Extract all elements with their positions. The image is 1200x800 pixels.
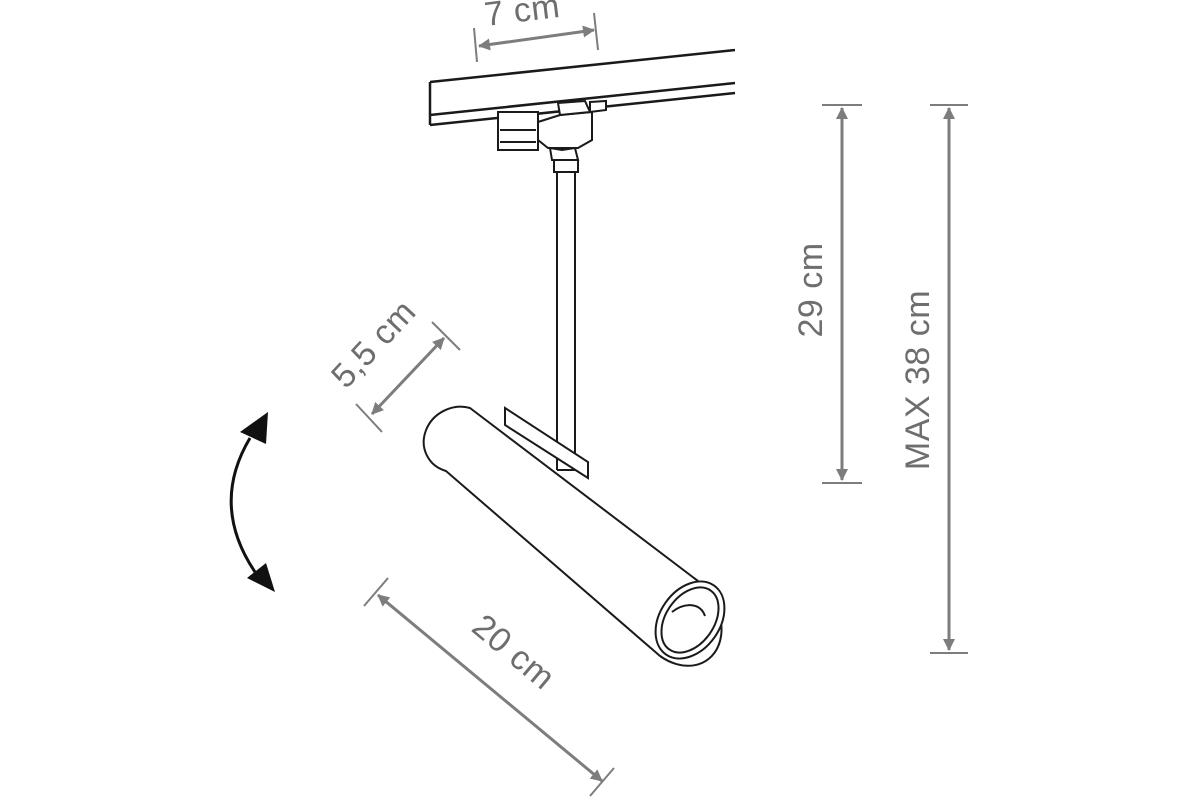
dimension-max-height: MAX 38 cm xyxy=(899,104,968,654)
label-stem-height: 29 cm xyxy=(792,242,830,337)
label-head-length: 20 cm xyxy=(465,607,562,697)
dimension-stem-height: 29 cm xyxy=(792,104,862,484)
rotate-arrow-icon xyxy=(229,412,275,592)
dimension-head-length: 20 cm xyxy=(363,577,615,797)
dimension-rail-width: 7 cm xyxy=(473,0,599,63)
dimension-head-diameter: 5,5 cm xyxy=(324,293,461,433)
lamp-head xyxy=(422,405,726,667)
label-head-diameter: 5,5 cm xyxy=(324,293,423,396)
label-max-height: MAX 38 cm xyxy=(899,290,937,470)
track-adapter xyxy=(497,99,607,173)
label-rail-width: 7 cm xyxy=(482,0,562,34)
lamp-stem xyxy=(556,172,576,471)
